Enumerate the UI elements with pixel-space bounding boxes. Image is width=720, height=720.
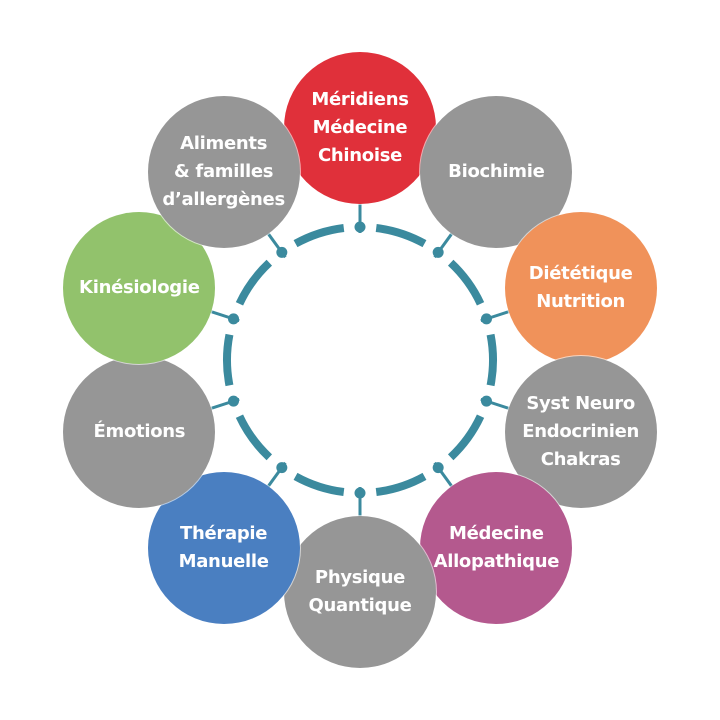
node-physique-quantique-label: Physique Quantique	[308, 567, 412, 616]
ring-segment	[375, 472, 427, 496]
node-aliments: Aliments & familles d’allergènes	[147, 96, 300, 249]
connector-dot	[432, 246, 444, 258]
node-meridiens-label: Méridiens Médecine Chinoise	[311, 89, 409, 166]
ring-segment	[447, 414, 485, 461]
ring-segment	[486, 333, 497, 387]
node-syst-neuro-label: Syst Neuro Endocrinien Chakras	[522, 392, 640, 470]
node-physique-quantique: Physique Quantique	[284, 516, 436, 668]
node-emotions: Émotions	[63, 355, 216, 508]
connector-dot	[228, 313, 240, 325]
connector-dot	[228, 395, 240, 407]
node-kinesiologie-label: Kinésiologie	[79, 277, 200, 299]
node-medecine-allopathique: Médecine Allopathique	[420, 471, 573, 624]
ring-segment	[223, 333, 234, 387]
connector-dot	[276, 462, 288, 474]
ring-segment	[235, 259, 273, 306]
connector-dot	[480, 395, 492, 407]
connector-dot	[354, 221, 366, 233]
node-dietetique-label: Diététique Nutrition	[528, 263, 633, 313]
node-medecine-allopathique-label: Médecine Allopathique	[433, 522, 560, 572]
ring-segment	[293, 472, 345, 496]
ring-segment	[293, 224, 345, 248]
node-emotions-label: Émotions	[93, 420, 186, 442]
connector-dot	[354, 487, 366, 499]
node-meridiens: Méridiens Médecine Chinoise	[284, 52, 436, 204]
ring-segment	[447, 259, 485, 306]
connector-dot	[432, 462, 444, 474]
node-therapie-manuelle-label: Thérapie Manuelle	[178, 522, 269, 572]
node-dietetique: Diététique Nutrition	[504, 212, 657, 365]
connector-dot	[276, 246, 288, 258]
ring-segment	[375, 224, 427, 248]
connector-dot	[480, 313, 492, 325]
node-biochimie-label: Biochimie	[448, 161, 545, 183]
node-aliments-label: Aliments & familles d’allergènes	[162, 133, 285, 211]
ring-segment	[235, 414, 273, 461]
